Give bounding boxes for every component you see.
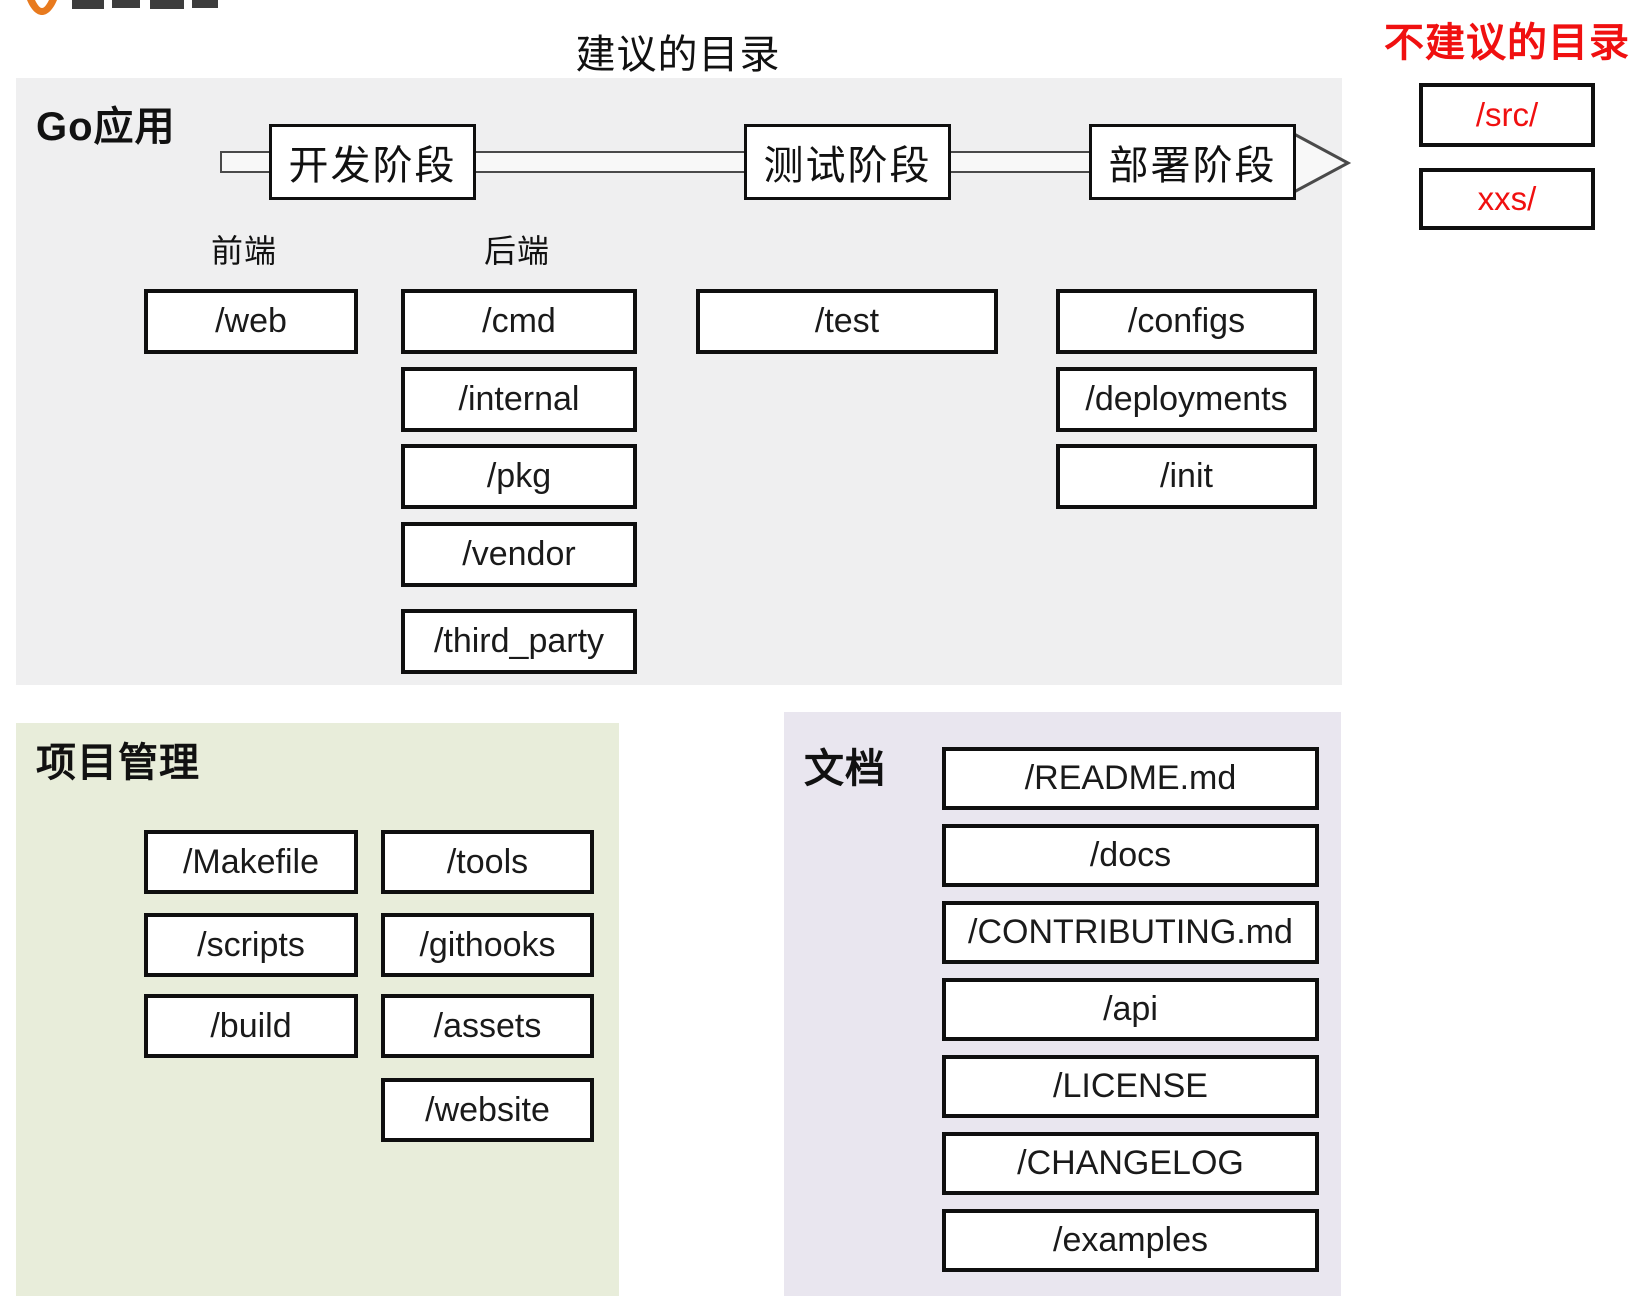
dir-box-docs: /docs: [942, 824, 1319, 887]
docs-label: 文档: [804, 747, 886, 791]
dir-box-xxs: xxs/: [1419, 168, 1595, 230]
dir-box-license: /LICENSE: [942, 1055, 1319, 1118]
dir-box-githooks: /githooks: [381, 913, 594, 977]
dir-box-api: /api: [942, 978, 1319, 1041]
project-management-label: 项目管理: [36, 741, 200, 785]
dir-box-scripts: /scripts: [144, 913, 358, 977]
dir-box-web: /web: [144, 289, 358, 354]
dir-box-contributing: /CONTRIBUTING.md: [942, 901, 1319, 964]
brand-logo-icon: [27, 0, 57, 15]
dir-box-configs: /configs: [1056, 289, 1317, 354]
dir-box-pkg: /pkg: [401, 444, 637, 509]
brand-logo-text-fragment: [112, 0, 140, 8]
dir-box-deployments: /deployments: [1056, 367, 1317, 432]
brand-logo: [0, 0, 240, 16]
dir-box-build: /build: [144, 994, 358, 1058]
dir-box-makefile: /Makefile: [144, 830, 358, 894]
dir-box-third-party: /third_party: [401, 609, 637, 674]
go-app-label: Go应用: [36, 105, 176, 149]
not-recommended-title: 不建议的目录: [1384, 21, 1630, 65]
recommended-title: 建议的目录: [575, 33, 781, 77]
dir-box-website: /website: [381, 1078, 594, 1142]
dir-box-assets: /assets: [381, 994, 594, 1058]
dir-box-vendor: /vendor: [401, 522, 637, 587]
backend-label: 后端: [484, 233, 551, 269]
brand-logo-text-fragment: [72, 0, 104, 9]
dir-box-internal: /internal: [401, 367, 637, 432]
dir-box-init: /init: [1056, 444, 1317, 509]
dir-box-src: /src/: [1419, 83, 1595, 147]
dir-box-changelog: /CHANGELOG: [942, 1132, 1319, 1195]
pipeline-arrow-head-icon: [1292, 131, 1352, 195]
dir-box-test: /test: [696, 289, 998, 354]
dir-box-readme: /README.md: [942, 747, 1319, 810]
stage-box-development: 开发阶段: [269, 124, 476, 200]
brand-logo-text-fragment: [192, 0, 218, 8]
dir-box-examples: /examples: [942, 1209, 1319, 1272]
dir-box-cmd: /cmd: [401, 289, 637, 354]
brand-logo-text-fragment: [150, 0, 184, 9]
dir-box-tools: /tools: [381, 830, 594, 894]
stage-box-testing: 测试阶段: [744, 124, 951, 200]
stage-box-deployment: 部署阶段: [1089, 124, 1296, 200]
frontend-label: 前端: [211, 233, 278, 269]
